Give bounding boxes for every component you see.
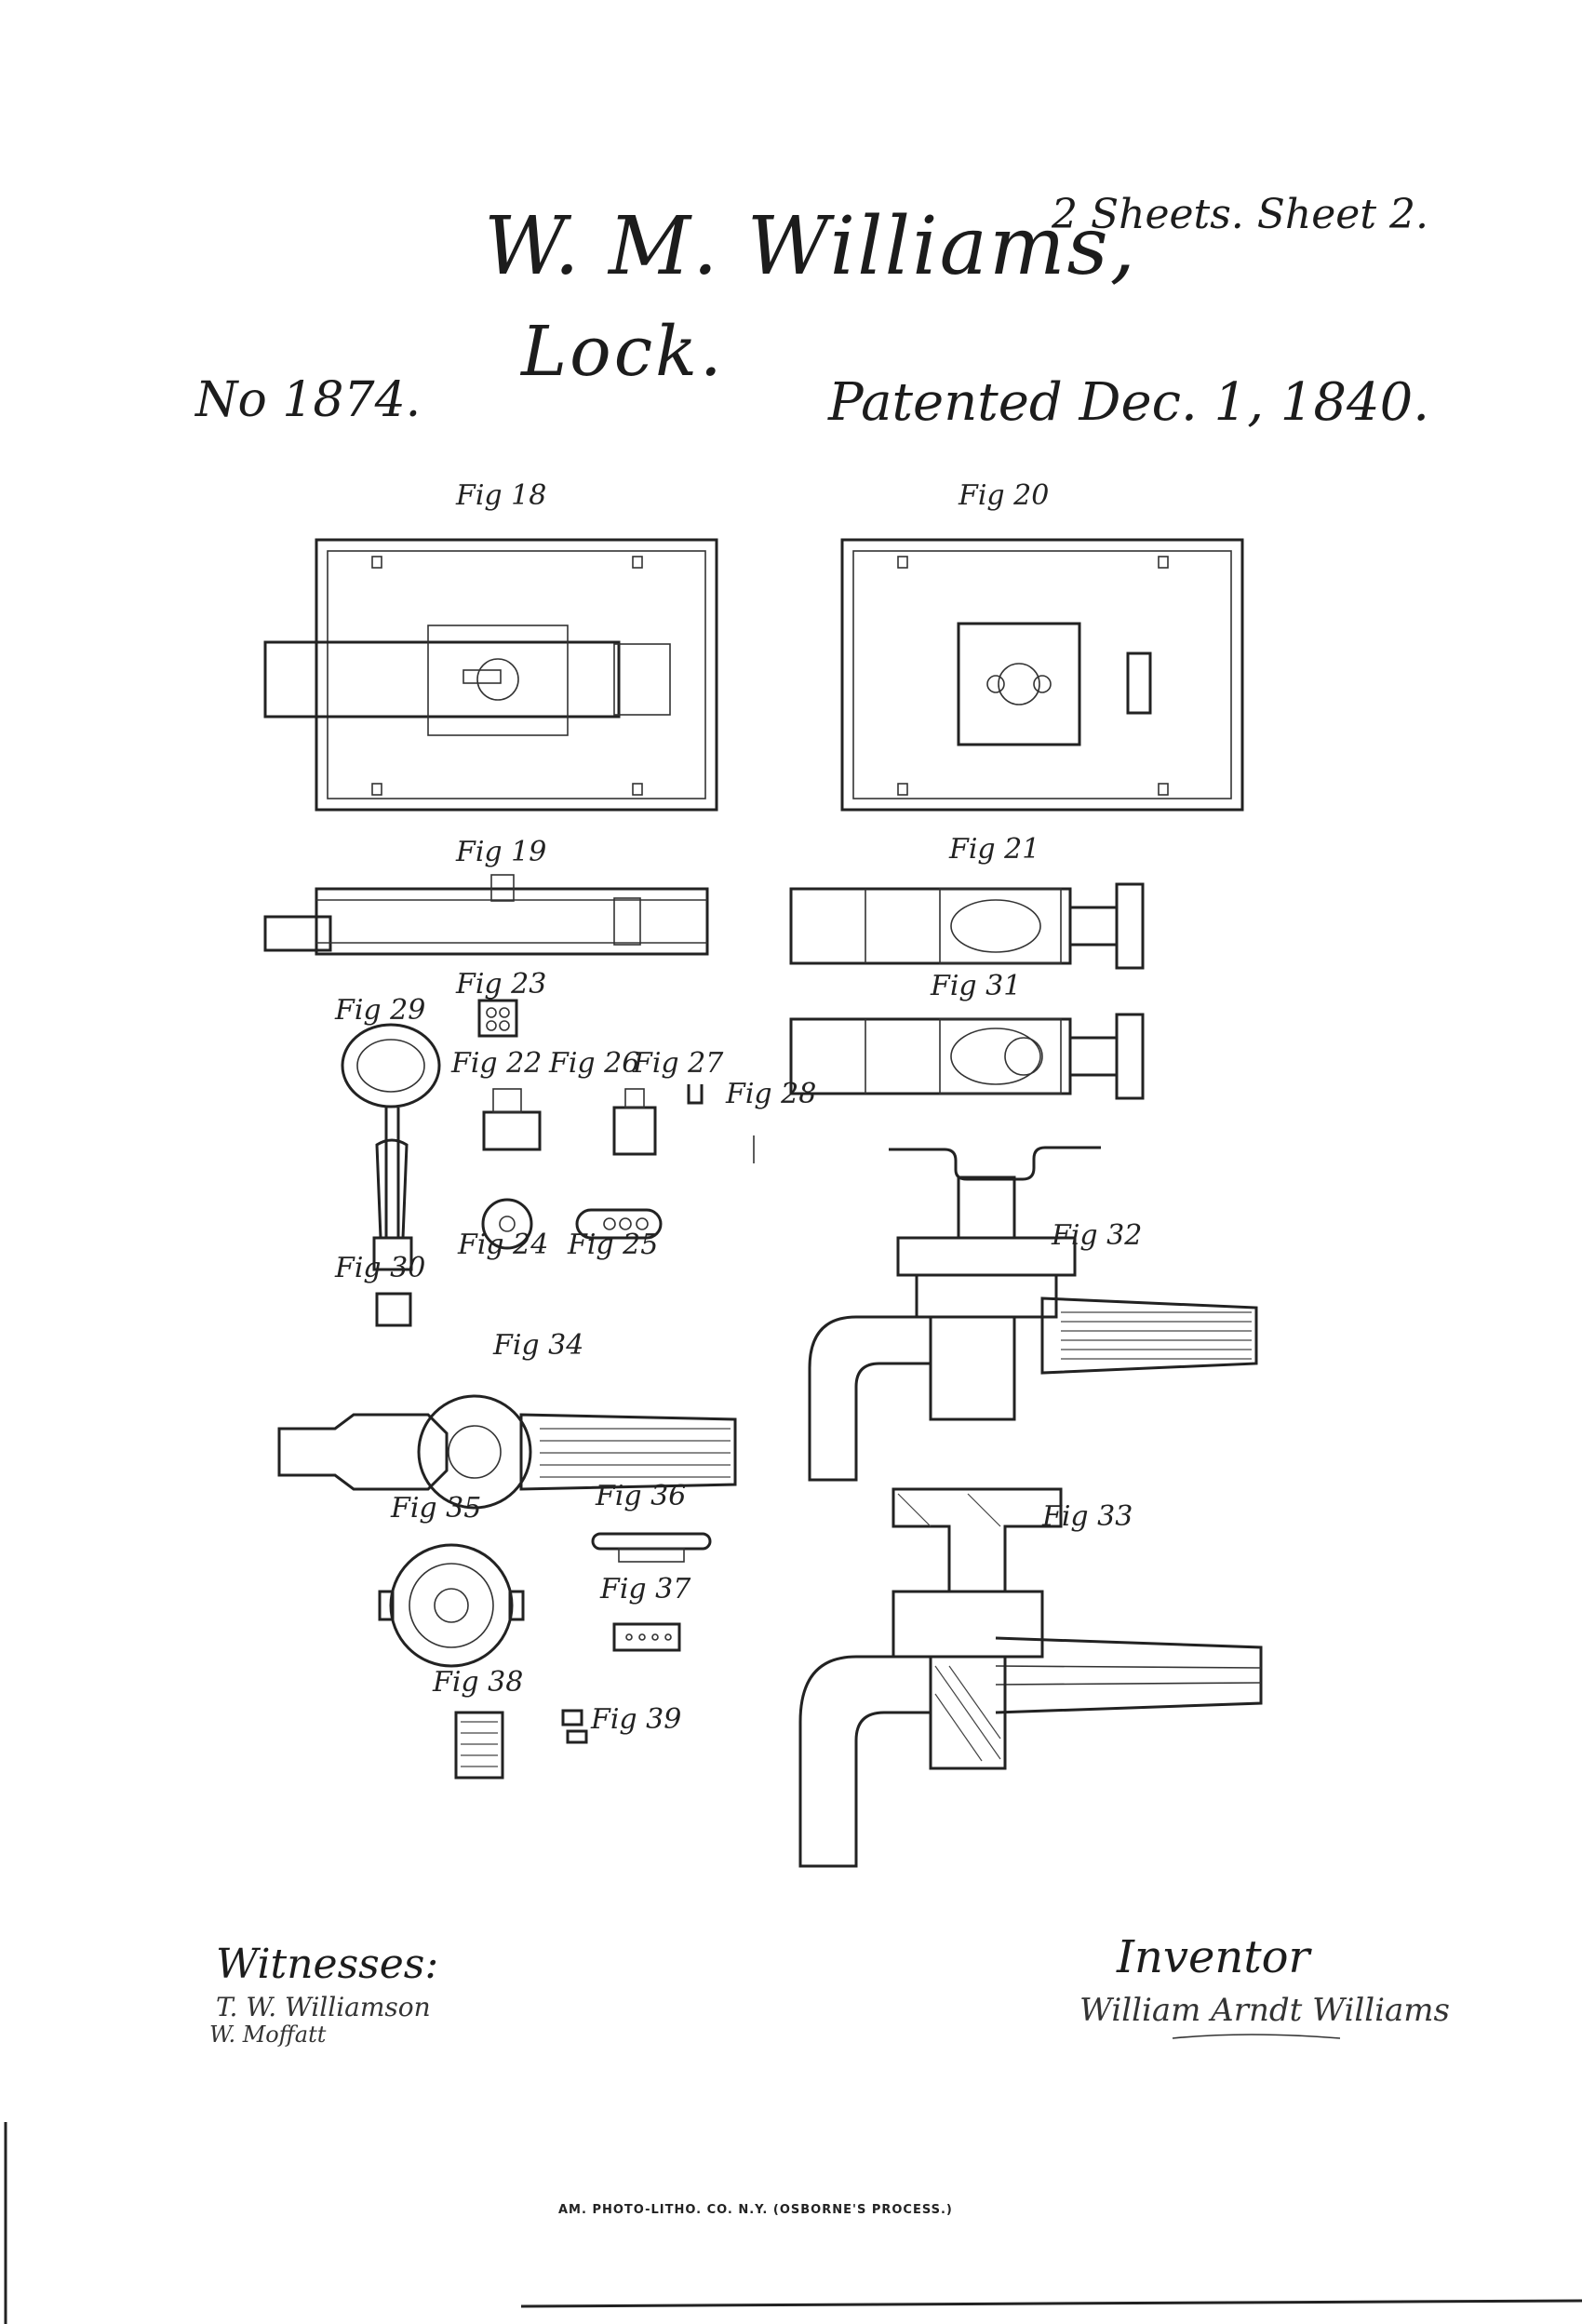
witness-signature-2: W. Moffatt <box>209 2022 327 2048</box>
fig23-label: Fig 23 <box>456 968 547 1001</box>
fig31-drawing <box>789 1013 1145 1100</box>
small-parts-drawings <box>375 999 755 1327</box>
inventor-name-heading: W. M. Williams, <box>484 200 1137 293</box>
fig38-label: Fig 38 <box>433 1666 524 1699</box>
fig33-label: Fig 33 <box>1042 1500 1133 1533</box>
fig36-label: Fig 36 <box>596 1480 687 1512</box>
fig30-label: Fig 30 <box>335 1252 426 1284</box>
fig27-label: Fig 27 <box>633 1047 724 1080</box>
fig28-label: Fig 28 <box>726 1078 817 1110</box>
fig33-faucet-section-drawing <box>798 1487 1263 1868</box>
fig21-label: Fig 21 <box>949 833 1040 866</box>
inventor-signature: William Arndt Williams <box>1079 1992 1450 2029</box>
fig37-label: Fig 37 <box>600 1573 691 1605</box>
fig35-label: Fig 35 <box>391 1492 482 1525</box>
fig34-drawing <box>277 1394 737 1510</box>
fig22-label: Fig 22 <box>451 1047 543 1080</box>
patent-number: No 1874. <box>195 372 422 428</box>
fig32-faucet-drawing <box>808 1146 1258 1482</box>
fig35-drawing <box>378 1543 525 1668</box>
printer-credit: AM. PHOTO-LITHO. CO. N.Y. (OSBORNE'S PRO… <box>558 2203 953 2217</box>
fig29-key-drawing <box>341 1023 441 1271</box>
witness-signature-1: T. W. Williamson <box>216 1992 431 2022</box>
fig20-label: Fig 20 <box>959 479 1050 512</box>
sheet-count: 2 Sheets. Sheet 2. <box>1052 191 1428 238</box>
inventor-label: Inventor <box>1117 1931 1310 1983</box>
fig32-label: Fig 32 <box>1052 1219 1143 1252</box>
fig20-drawing <box>840 538 1244 812</box>
fig19-drawing <box>263 874 709 956</box>
fig24-label: Fig 24 <box>458 1229 549 1261</box>
fig18-label: Fig 18 <box>456 479 547 512</box>
fig19-label: Fig 19 <box>456 836 547 868</box>
invention-title: Lock. <box>521 312 725 392</box>
fig29-label: Fig 29 <box>335 994 426 1027</box>
fig31-label: Fig 31 <box>931 970 1022 1002</box>
fig36-fig37-drawings <box>591 1532 712 1652</box>
fig18-drawing <box>263 538 718 812</box>
patent-date: Patented Dec. 1, 1840. <box>828 372 1430 433</box>
fig25-label: Fig 25 <box>568 1229 659 1261</box>
fig38-fig39-drawings <box>454 1709 588 1780</box>
fig21-drawing <box>789 882 1145 970</box>
fig26-label: Fig 26 <box>549 1047 640 1080</box>
fig34-label: Fig 34 <box>493 1329 584 1362</box>
fig39-label: Fig 39 <box>591 1703 682 1736</box>
witnesses-label: Witnesses: <box>216 1941 439 1988</box>
